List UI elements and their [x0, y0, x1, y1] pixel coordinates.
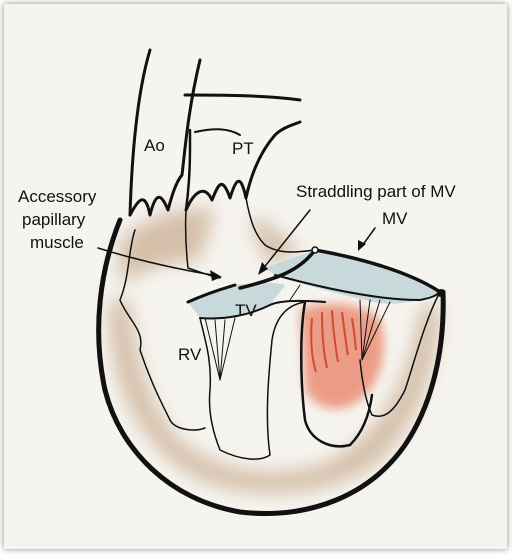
label-accessory-line3: muscle	[30, 233, 84, 252]
arrowhead-accessory	[210, 270, 222, 281]
label-tricuspid-valve: TV	[235, 301, 257, 320]
label-mitral-valve: MV	[382, 209, 408, 228]
aorta-left-wall	[130, 50, 150, 215]
pulmonary-trunk-top	[195, 129, 240, 135]
pulmonary-trunk-leaflets	[186, 122, 300, 210]
lv-highlight	[300, 303, 384, 408]
mitral-annulus-node	[312, 247, 318, 253]
label-right-ventricle: RV	[178, 345, 202, 364]
lateral-annulus-node	[437, 289, 445, 297]
label-straddling-mv: Straddling part of MV	[296, 182, 456, 201]
label-pulmonary-trunk: PT	[232, 139, 254, 158]
label-accessory-line1: Accessory	[18, 187, 97, 206]
label-aorta: Ao	[144, 136, 165, 155]
myocardium-shading	[110, 209, 440, 493]
label-accessory-line2: papillary	[22, 210, 86, 229]
aorta-top	[185, 95, 300, 100]
